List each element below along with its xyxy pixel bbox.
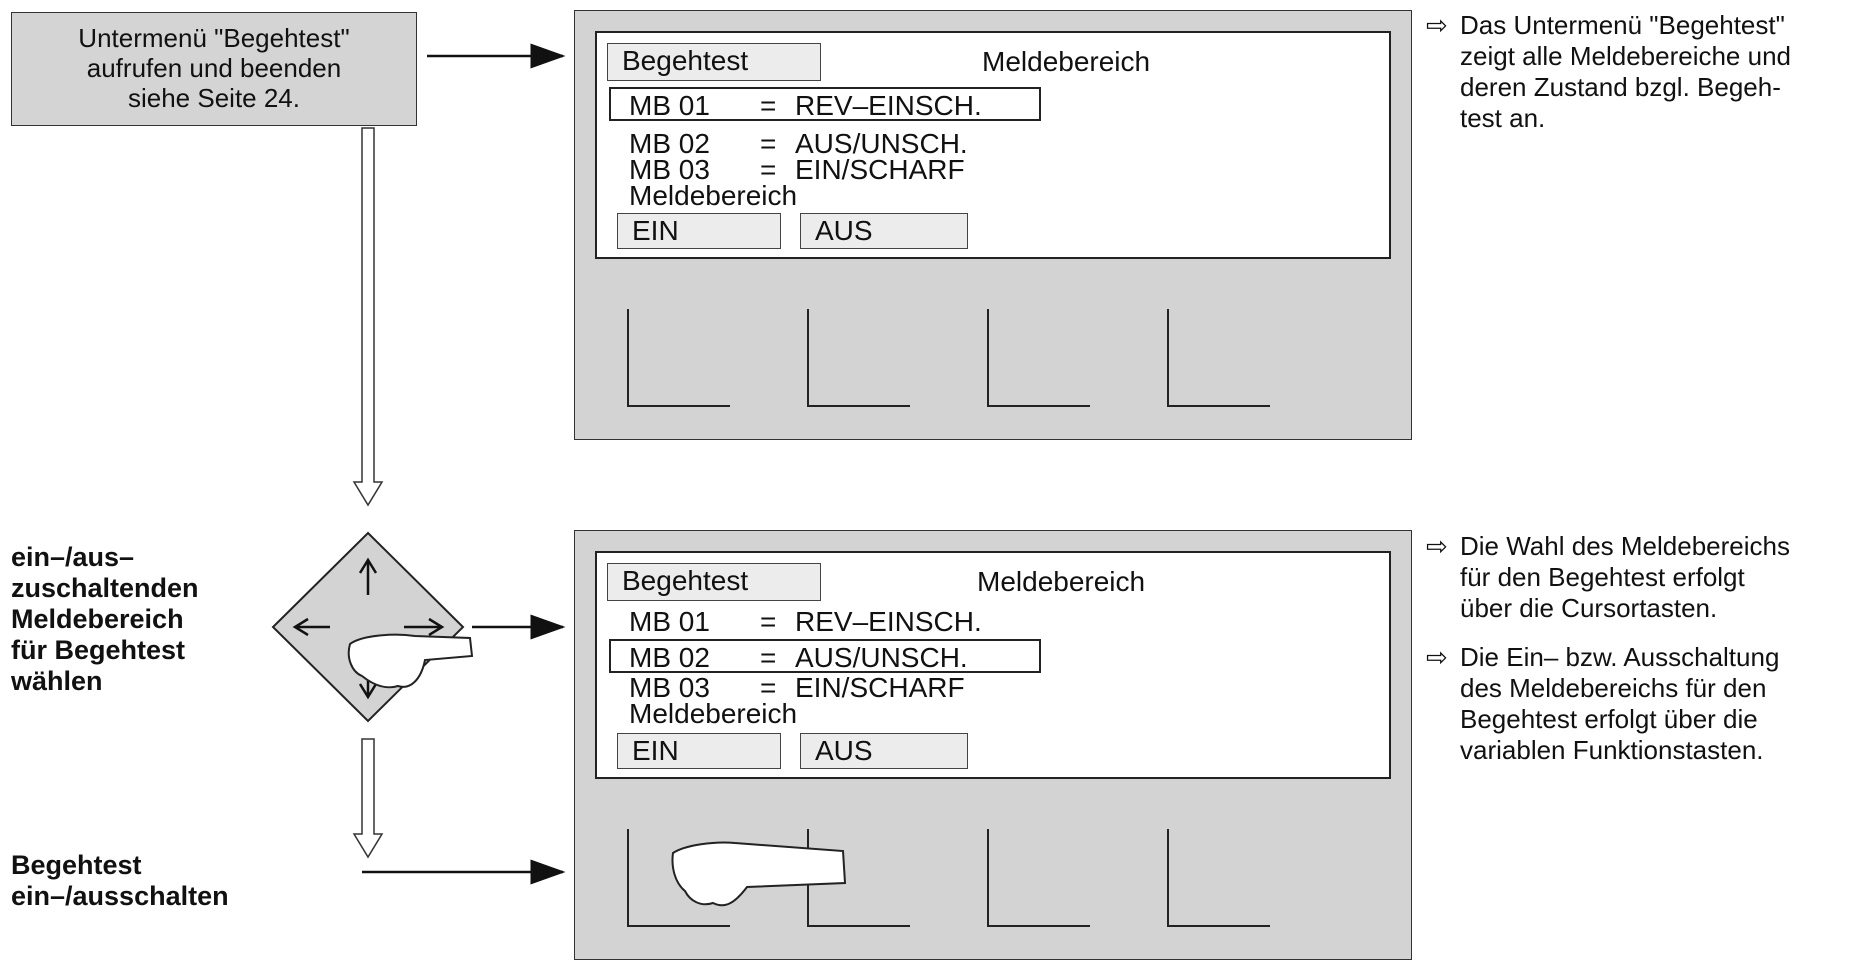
note-top: ⇨ Das Untermenü "Begehtest" zeigt alle M… <box>1426 10 1865 134</box>
label-select-line-3: Meldebereich <box>11 604 184 634</box>
row-1-eq-2: = <box>760 606 777 637</box>
row-3-mb-2[interactable]: MB 03 <box>629 672 710 703</box>
tab-begehtest-2[interactable]: Begehtest <box>607 563 821 601</box>
screen-header: Meldebereich <box>982 46 1151 77</box>
step-box-open-submenu: Untermenü "Begehtest" aufrufen und beend… <box>11 12 417 126</box>
softkey-aus[interactable]: AUS <box>800 213 968 249</box>
note-mid2-line-1: Die Ein– bzw. Ausschaltung <box>1460 642 1780 672</box>
function-keys-1 <box>627 309 1270 407</box>
screen-footer-label-2: Meldebereich <box>629 698 798 729</box>
note-mid2-line-3: Begehtest erfolgt über die <box>1460 704 1758 734</box>
step-line-2: aufrufen und beenden <box>86 53 342 83</box>
row-3-eq-2: = <box>760 672 777 703</box>
label-toggle-line-2: ein–/ausschalten <box>11 881 229 911</box>
step-line-1: Untermenü "Begehtest" <box>78 23 350 53</box>
row-2-eq-2: = <box>760 642 777 673</box>
note-top-line-2: zeigt alle Meldebereiche und <box>1460 41 1791 71</box>
note-arrow-icon: ⇨ <box>1426 10 1448 40</box>
label-select-line-5: wählen <box>11 666 103 696</box>
display-screen-2: Begehtest Meldebereich MB 01 = REV–EINSC… <box>595 551 1391 779</box>
note-mid2-line-4: variablen Funktionstasten. <box>1460 735 1764 765</box>
softkey-ein-2[interactable]: EIN <box>617 733 781 769</box>
note-arrow-icon: ⇨ <box>1426 642 1448 672</box>
row-3-state-2: EIN/SCHARF <box>795 672 965 703</box>
control-panel-1: Begehtest Meldebereich MB 01 = REV–EINSC… <box>574 10 1412 440</box>
note-top-line-3: deren Zustand bzgl. Begeh- <box>1460 72 1781 102</box>
label-select-line-2: zuschaltenden <box>11 573 199 603</box>
row-2-state-2: AUS/UNSCH. <box>795 642 968 673</box>
row-2-eq: = <box>760 128 777 159</box>
row-3-state: EIN/SCHARF <box>795 154 965 185</box>
label-select-area: ein–/aus– zuschaltenden Meldebereich für… <box>11 542 199 697</box>
note-mid1-line-3: über die Cursortasten. <box>1460 593 1718 623</box>
note-mid1-line-2: für den Begehtest erfolgt <box>1460 562 1745 592</box>
row-2-state: AUS/UNSCH. <box>795 128 968 159</box>
note-mid-1: ⇨ Die Wahl des Meldebereichs für den Beg… <box>1426 531 1865 624</box>
row-3-mb[interactable]: MB 03 <box>629 154 710 185</box>
label-select-line-1: ein–/aus– <box>11 542 135 572</box>
label-toggle-test: Begehtest ein–/ausschalten <box>11 850 229 912</box>
flow-arrow-down-2 <box>352 738 384 859</box>
row-1-eq: = <box>760 90 777 121</box>
row-2-mb[interactable]: MB 02 <box>629 128 710 159</box>
row-3-eq: = <box>760 154 777 185</box>
row-1-mb-2[interactable]: MB 01 <box>629 606 710 637</box>
note-arrow-icon: ⇨ <box>1426 531 1448 561</box>
note-top-line-1: Das Untermenü "Begehtest" <box>1460 10 1785 40</box>
softkey-ein[interactable]: EIN <box>617 213 781 249</box>
row-2-mb-2[interactable]: MB 02 <box>629 642 710 673</box>
row-1-mb[interactable]: MB 01 <box>629 90 710 121</box>
tab-begehtest[interactable]: Begehtest <box>607 43 821 81</box>
hand-pointer-icon <box>347 633 474 689</box>
row-1-state-2: REV–EINSCH. <box>795 606 982 637</box>
step-line-3: siehe Seite 24. <box>127 83 300 113</box>
note-mid1-line-1: Die Wahl des Meldebereichs <box>1460 531 1790 561</box>
screen-header-2: Meldebereich <box>977 566 1146 597</box>
display-screen-1: Begehtest Meldebereich MB 01 = REV–EINSC… <box>595 31 1391 259</box>
selection-highlight <box>609 87 1041 121</box>
flow-arrow-down-1 <box>352 127 384 507</box>
note-mid-2: ⇨ Die Ein– bzw. Ausschaltung des Meldebe… <box>1426 642 1865 766</box>
screen-footer-label: Meldebereich <box>629 180 798 211</box>
function-keys-2 <box>627 829 1270 927</box>
softkey-aus-2[interactable]: AUS <box>800 733 968 769</box>
cursor-arrows <box>292 557 445 700</box>
selection-highlight-2 <box>609 639 1041 673</box>
note-top-line-4: test an. <box>1460 103 1546 133</box>
label-select-line-4: für Begehtest <box>11 635 186 665</box>
hand-press-softkey-icon <box>671 841 847 907</box>
note-mid2-line-2: des Meldebereichs für den <box>1460 673 1767 703</box>
label-toggle-line-1: Begehtest <box>11 850 142 880</box>
control-panel-2: Begehtest Meldebereich MB 01 = REV–EINSC… <box>574 530 1412 960</box>
row-1-state: REV–EINSCH. <box>795 90 982 121</box>
